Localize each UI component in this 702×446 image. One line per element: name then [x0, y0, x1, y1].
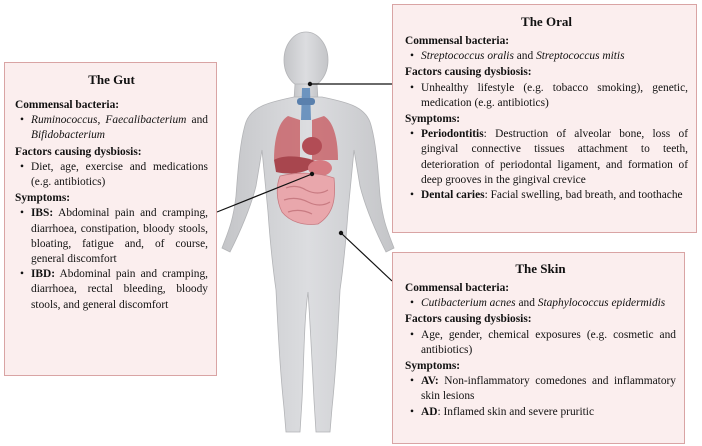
gut-factors-heading: Factors causing dysbiosis:: [15, 145, 142, 158]
ibs-label: IBS:: [31, 207, 54, 220]
gut-symptoms-heading: Symptoms:: [15, 192, 71, 205]
skin-factors-heading: Factors causing dysbiosis:: [405, 313, 532, 326]
body-silhouette: [221, 31, 395, 433]
oral-bacteria-1: Streptococcus oralis: [421, 50, 514, 63]
oral-commensal-heading: Commensal bacteria:: [405, 35, 510, 47]
skin-bacteria-1: Cutibacterium acnes: [421, 297, 516, 310]
oral-symptom-periodontitis: Periodontitis: Destruction of alveolar b…: [410, 127, 688, 188]
gut-commensal-item: Ruminococcus, Faecalibacterium and Bifid…: [20, 113, 208, 143]
skin-commensal-heading: Commensal bacteria:: [405, 282, 510, 294]
gut-factors-item: Diet, age, exercise and medications (e.g…: [20, 160, 208, 190]
oral-panel: The Oral Commensal bacteria: Streptococc…: [392, 4, 697, 233]
skin-factors-item: Age, gender, chemical exposures (e.g. co…: [410, 328, 676, 358]
periodontitis-label: Periodontitis: [421, 128, 484, 141]
gut-panel: The Gut Commensal bacteria: Ruminococcus…: [4, 62, 217, 376]
left-lung: [274, 116, 300, 160]
gut-bacteria-1: Ruminococcus: [31, 114, 98, 127]
gut-bacteria-2: Faecalibacterium: [105, 114, 187, 127]
oral-symptoms-heading: Symptoms:: [405, 113, 461, 126]
skin-title: The Skin: [515, 261, 566, 276]
heart: [302, 137, 322, 155]
gut-factors-list: Diet, age, exercise and medications (e.g…: [15, 160, 208, 190]
oral-factors-heading: Factors causing dysbiosis:: [405, 66, 532, 79]
skin-connector-line: [340, 232, 393, 282]
internal-organs: [274, 88, 338, 225]
oral-factors-list: Unhealthy lifestyle (e.g. tobacco smokin…: [405, 81, 688, 111]
ad-label: AD: [421, 405, 438, 418]
gut-commensal-list: Ruminococcus, Faecalibacterium and Bifid…: [15, 113, 208, 143]
skin-bacteria-2: Staphylococcus epidermidis: [537, 297, 666, 310]
skin-symptom-ad: AD: Inflamed skin and severe pruritic: [410, 405, 676, 420]
dental-caries-label: Dental caries: [421, 189, 485, 202]
gut-connector-line: [216, 173, 313, 213]
skin-commensal-list: Cutibacterium acnes and Staphylococcus e…: [405, 296, 676, 311]
liver: [274, 156, 318, 174]
stomach: [308, 160, 332, 176]
oral-factors-item: Unhealthy lifestyle (e.g. tobacco smokin…: [410, 81, 688, 111]
oral-symptom-dental-caries: Dental caries: Facial swelling, bad brea…: [410, 188, 688, 203]
skin-symptom-av: AV: Non-inflammatory comedones and infla…: [410, 374, 676, 404]
gut-symptoms-list: IBS: Abdominal pain and cramping, diarrh…: [15, 206, 208, 312]
gut-symptom-ibs: IBS: Abdominal pain and cramping, diarrh…: [20, 206, 208, 267]
oral-symptoms-list: Periodontitis: Destruction of alveolar b…: [405, 127, 688, 203]
gut-bacteria-3: Bifidobacterium: [31, 129, 106, 142]
skin-symptoms-heading: Symptoms:: [405, 360, 461, 373]
ibd-label: IBD:: [31, 268, 56, 281]
thyroid: [297, 98, 315, 105]
skin-factors-list: Age, gender, chemical exposures (e.g. co…: [405, 328, 676, 358]
skin-commensal-item: Cutibacterium acnes and Staphylococcus e…: [410, 296, 676, 311]
oral-title: The Oral: [521, 14, 572, 29]
oral-bacteria-2: Streptococcus mitis: [536, 50, 625, 63]
oral-commensal-list: Streptococcus oralis and Streptococcus m…: [405, 49, 688, 64]
av-label: AV:: [421, 375, 439, 388]
oral-commensal-item: Streptococcus oralis and Streptococcus m…: [410, 49, 688, 64]
gut-commensal-heading: Commensal bacteria:: [15, 99, 120, 111]
gut-symptom-ibd: IBD: Abdominal pain and cramping, diarrh…: [20, 267, 208, 313]
skin-symptoms-list: AV: Non-inflammatory comedones and infla…: [405, 374, 676, 420]
gut-title: The Gut: [88, 72, 135, 87]
skin-panel: The Skin Commensal bacteria: Cutibacteri…: [392, 252, 685, 444]
